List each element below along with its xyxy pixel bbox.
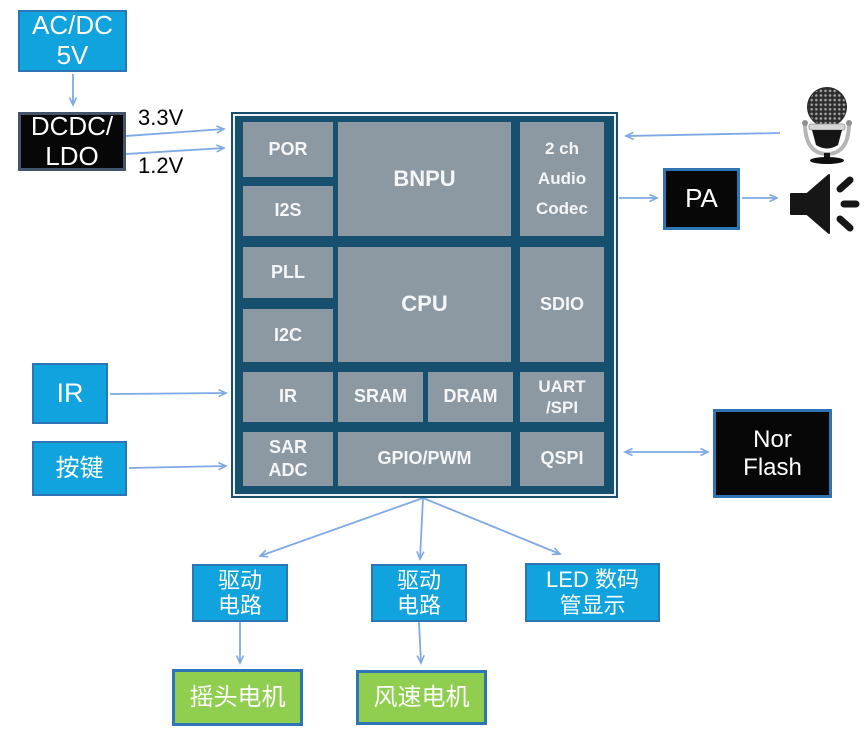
chip-block-por: POR [243, 122, 333, 177]
drive-circuit-2-box: 驱动 电路 [371, 564, 467, 622]
soc-chip: POR I2S PLL I2C IR SAR ADC BNPU CPU SRAM… [231, 112, 618, 498]
ir-receiver-box: IR [32, 363, 108, 424]
chip-block-qspi: QSPI [520, 432, 604, 486]
dcdc-ldo-label: DCDC/ LDO [30, 110, 114, 171]
voltage-3v3-label: 3.3V [138, 105, 184, 130]
drive-circuit-1-label: 驱动 电路 [217, 567, 262, 618]
speaker-icon [790, 174, 860, 234]
swing-motor-box: 摇头电机 [172, 669, 303, 726]
keys-label: 按键 [55, 454, 104, 482]
acdc-5v-box: AC/DC 5V [18, 10, 127, 72]
pa-amplifier-box: PA [663, 168, 740, 230]
chip-block-sdio: SDIO [520, 247, 604, 362]
arrow-chip-to-drive2 [416, 497, 425, 561]
dcdc-ldo-box: DCDC/ LDO [18, 110, 126, 171]
pa-amplifier-label: PA [685, 183, 718, 214]
chip-block-sar-adc: SAR ADC [243, 432, 333, 486]
chip-block-sram: SRAM [338, 372, 423, 422]
led-display-label: LED 数码 管显示 [546, 567, 639, 618]
led-display-box: LED 数码 管显示 [525, 563, 660, 622]
arrow-mic-to-chip [624, 131, 781, 141]
fan-speed-motor-box: 风速电机 [356, 670, 487, 725]
chip-block-dram: DRAM [428, 372, 513, 422]
nor-flash-box: Nor Flash [713, 409, 832, 498]
arrow-ir-to-chip [109, 388, 228, 398]
chip-block-pll: PLL [243, 247, 333, 298]
acdc-5v-label: AC/DC 5V [32, 10, 113, 70]
arrow-drive2-to-motor [416, 621, 425, 665]
swing-motor-label: 摇头电机 [189, 683, 286, 711]
drive-circuit-2-label: 驱动 电路 [396, 567, 441, 618]
chip-block-ir: IR [243, 372, 333, 422]
chip-block-uart-spi: UART /SPI [520, 372, 604, 422]
microphone-icon [802, 87, 852, 164]
keys-box: 按键 [32, 441, 127, 496]
nor-flash-label: Nor Flash [743, 425, 802, 481]
chip-block-i2c: I2C [243, 309, 333, 362]
chip-block-cpu: CPU [338, 247, 511, 362]
voltage-1v2-label: 1.2V [138, 153, 184, 178]
fan-speed-motor-label: 风速电机 [373, 683, 470, 711]
arrow-chip-to-drive1 [258, 497, 424, 558]
arrow-chip-to-led [422, 497, 562, 556]
drive-circuit-1-box: 驱动 电路 [192, 564, 288, 622]
chip-block-i2s: I2S [243, 186, 333, 236]
chip-block-gpio-pwm: GPIO/PWM [338, 432, 511, 486]
chip-block-bnpu: BNPU [338, 122, 511, 236]
arrow-keys-to-chip [128, 461, 228, 471]
chip-block-audio-codec: 2 ch Audio Codec [520, 122, 604, 236]
ir-receiver-label: IR [56, 377, 84, 408]
arrow-dcdc-3v3-to-chip [125, 125, 226, 137]
